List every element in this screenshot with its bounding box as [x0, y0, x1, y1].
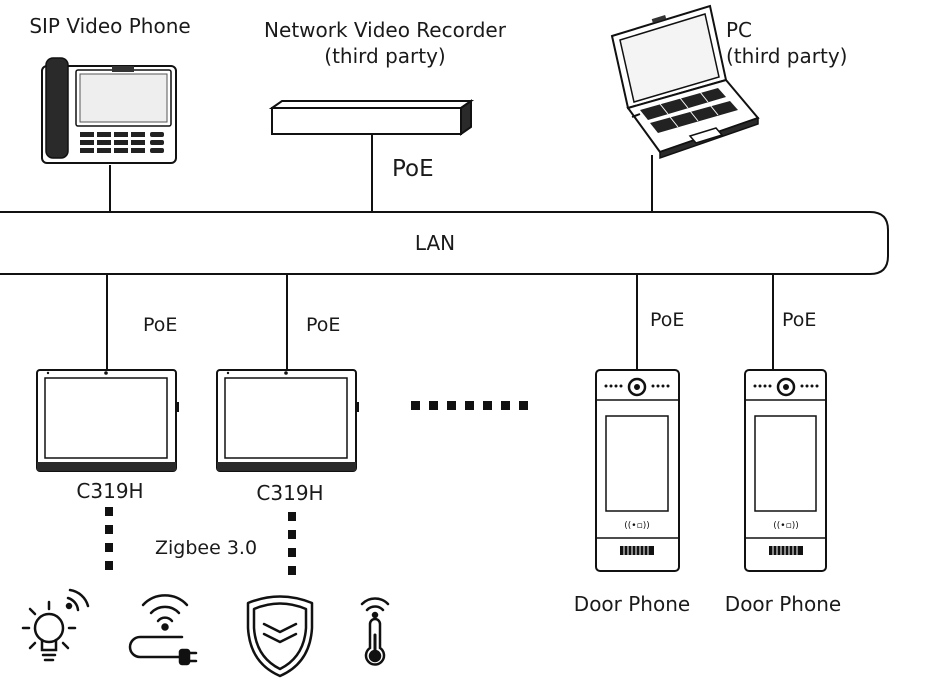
monitor-2-label: C319H — [256, 481, 323, 505]
lan-label: LAN — [415, 231, 455, 255]
more-devices-ellipsis — [411, 401, 528, 410]
zigbee-links — [105, 507, 296, 575]
monitor-1-icon — [36, 369, 179, 472]
connection-lines — [106, 133, 774, 370]
sip-phone-icon — [41, 57, 177, 164]
smart-bulb-icon — [21, 588, 90, 662]
wifi-plug-icon — [128, 594, 198, 666]
lan-bus: LAN — [0, 211, 889, 275]
pc: PC (third party) — [610, 4, 847, 160]
nvr-label-line2: (third party) — [324, 44, 445, 68]
zigbee-label: Zigbee 3.0 — [155, 537, 257, 559]
thermometer-icon — [360, 597, 390, 666]
sip-phone-label: SIP Video Phone — [29, 14, 190, 38]
monitor-1-poe-label: PoE — [143, 314, 177, 336]
door-phone-1: PoE ((•▫)) Door Phone — [574, 309, 690, 616]
door-phone-2-label: Door Phone — [725, 592, 841, 616]
security-shield-icon — [246, 595, 314, 678]
door-phone-2: PoE ((•▫)) Door Phone — [725, 309, 841, 616]
indoor-monitor-1: PoE C319H — [36, 314, 179, 503]
door-phone-2-icon: ((•▫)) — [744, 369, 827, 572]
monitor-2-icon — [216, 369, 359, 472]
door-1-poe-label: PoE — [650, 309, 684, 331]
nvr-icon — [268, 99, 475, 136]
laptop-icon — [610, 4, 760, 160]
pc-label-line1: PC — [726, 18, 752, 42]
door-2-poe-label: PoE — [782, 309, 816, 331]
nvr-poe-label: PoE — [392, 156, 434, 182]
indoor-monitor-2: PoE C319H — [216, 314, 359, 505]
nvr-label-line1: Network Video Recorder — [264, 18, 507, 42]
door-phone-1-icon: ((•▫)) — [595, 369, 680, 572]
monitor-1-label: C319H — [76, 479, 143, 503]
svg-text:((•▫)): ((•▫)) — [773, 521, 798, 531]
door-phone-1-label: Door Phone — [574, 592, 690, 616]
monitor-2-poe-label: PoE — [306, 314, 340, 336]
svg-text:((•▫)): ((•▫)) — [624, 521, 649, 531]
network-video-recorder: Network Video Recorder (third party) PoE — [264, 18, 507, 182]
pc-label-line2: (third party) — [726, 44, 847, 68]
sip-video-phone: SIP Video Phone — [29, 14, 191, 164]
